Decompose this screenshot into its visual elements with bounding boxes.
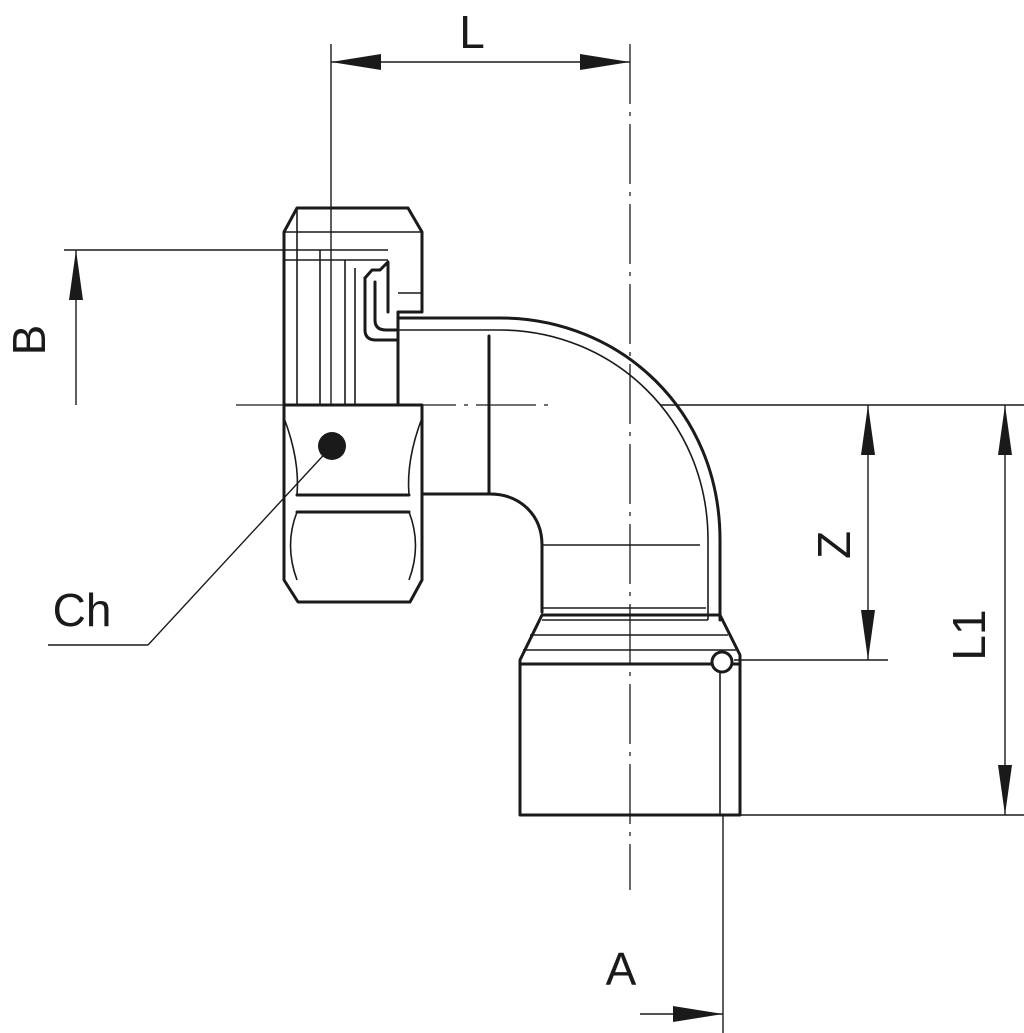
arrowhead: [69, 250, 83, 300]
hex-nut-edge: [289, 511, 298, 581]
leader-line: [147, 445, 333, 646]
hex-nut-edge: [283, 417, 299, 496]
elbow-body: [396, 316, 722, 622]
reference-circle: [710, 650, 734, 674]
label-z: Z: [808, 531, 860, 559]
seal-line: [363, 276, 400, 342]
elbow-outer-inner: [398, 329, 709, 620]
elbow-outer: [396, 316, 722, 622]
dimension-a: A: [606, 815, 724, 1033]
center-lines: [236, 44, 631, 890]
leader-ch: Ch: [48, 445, 333, 646]
dimension-l1: L1: [740, 404, 1024, 816]
arrowhead: [998, 765, 1012, 815]
dimension-b: B: [3, 249, 388, 405]
hex-nut-upper: [282, 206, 424, 407]
elbow-inner: [420, 492, 544, 614]
label-a: A: [606, 943, 637, 995]
hex-nut-edge: [407, 417, 423, 496]
seal-line: [363, 260, 390, 314]
arrowhead: [998, 405, 1012, 455]
hex-nut-edge: [408, 511, 417, 581]
label-l1: L1: [943, 609, 995, 660]
seal-line: [373, 280, 400, 332]
arrowhead: [861, 405, 875, 455]
arrowhead: [331, 54, 381, 70]
label-ch: Ch: [53, 584, 112, 636]
dimension-z: Z: [660, 404, 888, 661]
dimension-l: L: [330, 6, 630, 405]
hex-nut-lower: [282, 403, 424, 604]
label-l: L: [459, 6, 485, 58]
inner-tube: [344, 260, 400, 405]
arrowhead: [580, 54, 630, 70]
arrowhead: [861, 610, 875, 660]
arrowhead: [673, 1006, 723, 1022]
label-b: B: [3, 325, 55, 356]
